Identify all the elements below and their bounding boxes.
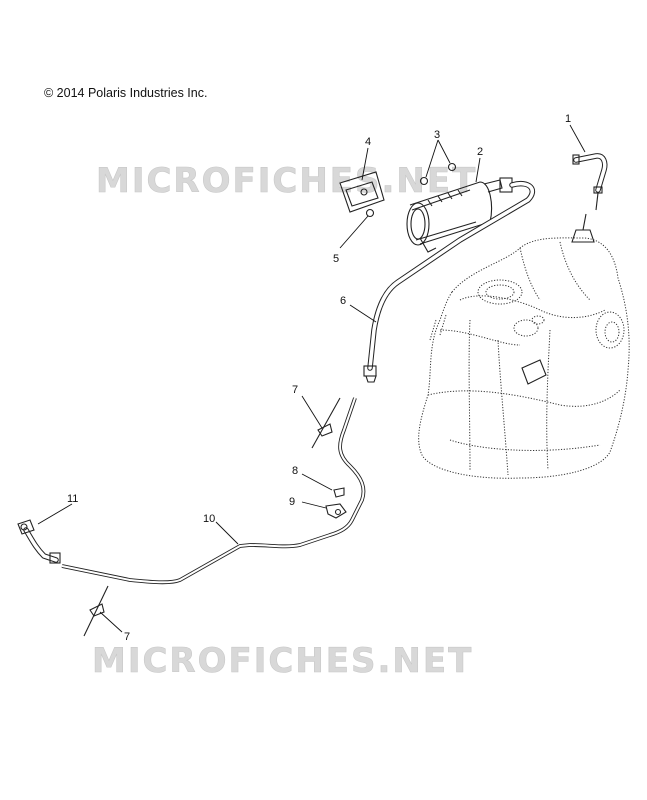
callout-6: 6: [340, 295, 346, 307]
watermark-bottom: MICROFICHES.NET: [92, 641, 473, 681]
callout-7-upper: 7: [292, 384, 298, 396]
callout-8: 8: [292, 465, 298, 477]
callout-9: 9: [289, 496, 295, 508]
callout-7-lower: 7: [124, 631, 130, 643]
nut-part-5: [365, 208, 375, 218]
clip-part-7-upper: [311, 397, 341, 449]
screws-part-3: [419, 162, 457, 186]
clamp-part-9: [325, 503, 347, 519]
vent-hose-part-1: [572, 153, 608, 211]
callout-1: 1: [565, 113, 571, 125]
callout-3: 3: [434, 129, 440, 141]
copyright-notice: © 2014 Polaris Industries Inc.: [44, 86, 208, 100]
callout-2: 2: [477, 146, 483, 158]
screw-part-8: [333, 487, 345, 498]
callout-11: 11: [67, 493, 78, 505]
clip-part-7-lower: [83, 585, 109, 637]
callout-10: 10: [203, 513, 215, 525]
watermark-top: MICROFICHES.NET: [96, 161, 477, 201]
leader-lines: [37, 124, 586, 633]
callout-labels: 1 2 3 4 5 6 7 8 9 10 11 7: [67, 113, 571, 643]
fuel-tank: [418, 213, 630, 479]
vent-line-part-10: [61, 397, 366, 585]
callout-4: 4: [365, 136, 371, 148]
hose-fitting-part-11: [17, 519, 61, 564]
callout-5: 5: [333, 253, 339, 265]
evap-hose-part-6: [363, 181, 535, 383]
canister-bracket-part-4: [339, 171, 385, 213]
